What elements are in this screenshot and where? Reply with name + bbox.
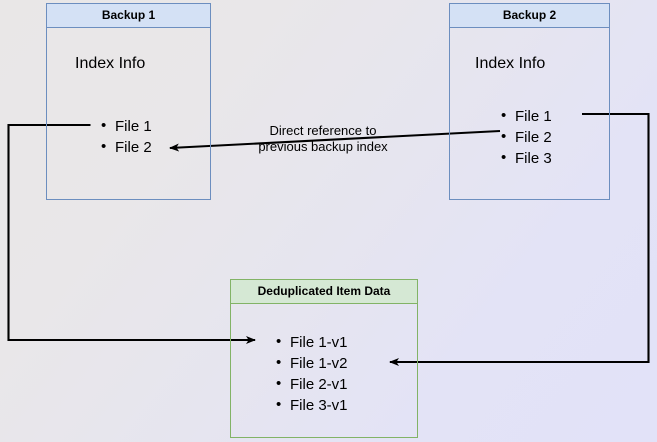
edge-label-line-1: Direct reference to: [269, 123, 377, 138]
node-backup-1[interactable]: Backup 1 Index Info File 1 File 2: [46, 3, 211, 200]
list-item: File 2: [101, 136, 152, 158]
list-item: File 1: [101, 115, 152, 137]
edge-label-direct-reference: Direct reference to previous backup inde…: [244, 123, 402, 155]
list-item: File 3-v1: [276, 394, 348, 416]
node-deduplicated-item-data-header: Deduplicated Item Data: [231, 280, 417, 304]
backup-1-index-info-label: Index Info: [75, 55, 146, 72]
node-deduplicated-item-data-body: File 1-v1 File 1-v2 File 2-v1 File 3-v1: [231, 304, 417, 437]
list-item: File 3: [501, 147, 552, 169]
node-backup-2-header: Backup 2: [450, 4, 609, 28]
node-backup-2[interactable]: Backup 2 Index Info File 1 File 2 File 3: [449, 3, 610, 200]
backup-2-index-info-label: Index Info: [475, 55, 546, 72]
list-item: File 1-v1: [276, 331, 348, 353]
list-item: File 2-v1: [276, 373, 348, 395]
dedup-file-list: File 1-v1 File 1-v2 File 2-v1 File 3-v1: [276, 331, 348, 416]
node-deduplicated-item-data[interactable]: Deduplicated Item Data File 1-v1 File 1-…: [230, 279, 418, 438]
list-item: File 1: [501, 105, 552, 127]
list-item: File 2: [501, 126, 552, 148]
backup-2-file-list: File 1 File 2 File 3: [501, 105, 552, 169]
node-backup-1-header: Backup 1: [47, 4, 210, 28]
node-backup-2-body: Index Info File 1 File 2 File 3: [450, 28, 609, 199]
backup-1-file-list: File 1 File 2: [101, 115, 152, 158]
edge-label-line-2: previous backup index: [258, 139, 388, 154]
list-item: File 1-v2: [276, 352, 348, 374]
node-backup-1-body: Index Info File 1 File 2: [47, 28, 210, 199]
